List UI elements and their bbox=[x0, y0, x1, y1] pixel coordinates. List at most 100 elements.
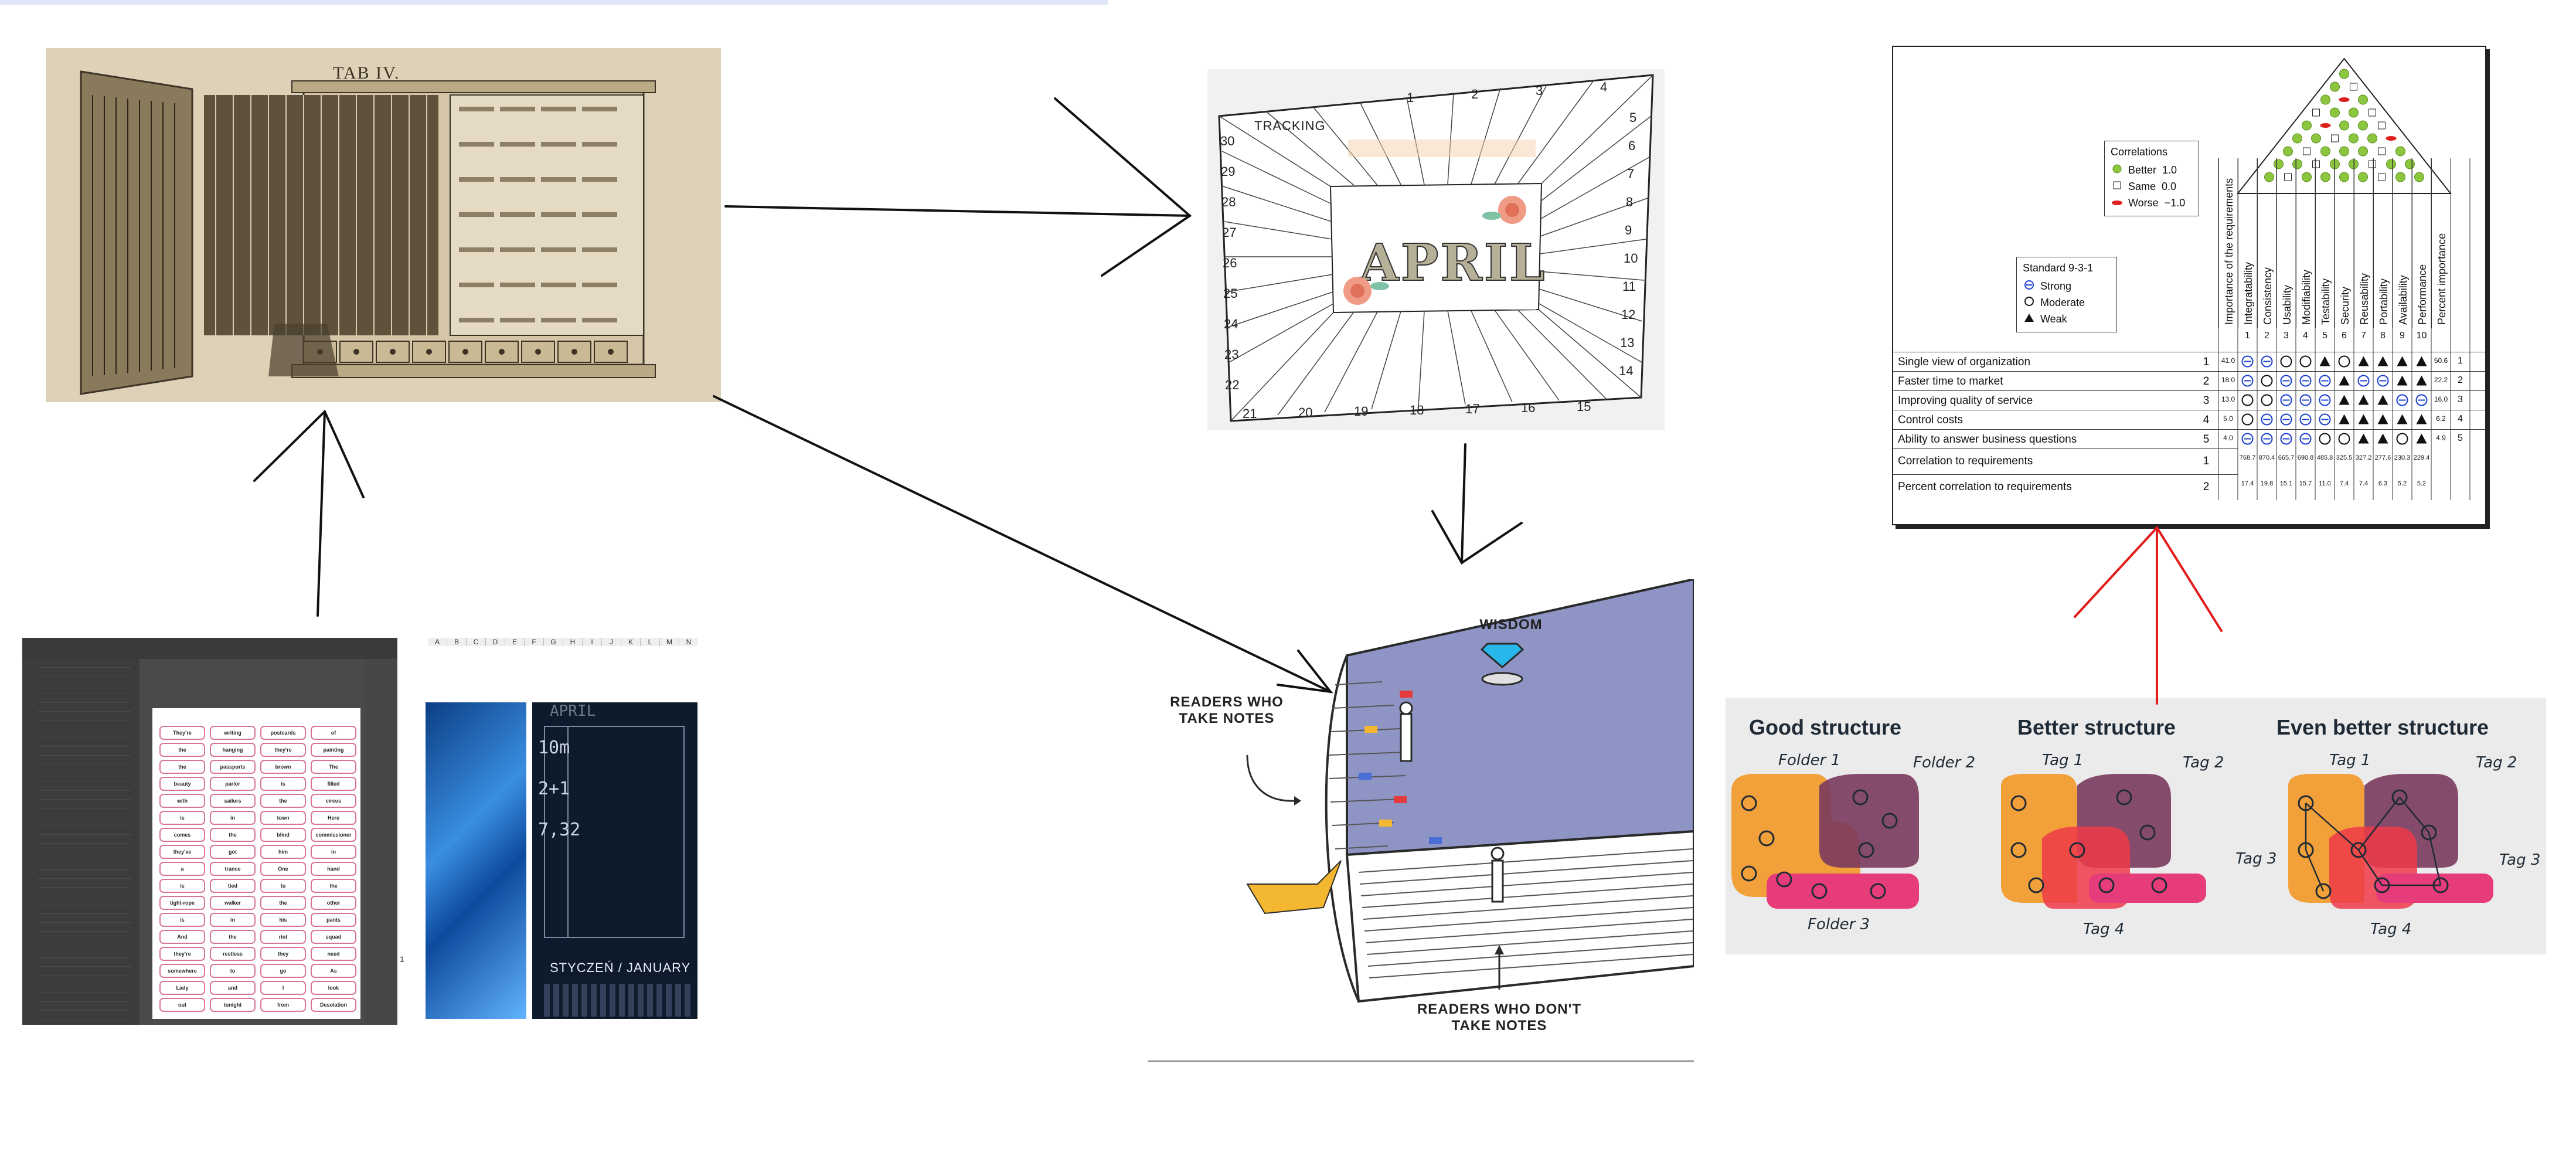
column-header[interactable]: J bbox=[602, 638, 621, 646]
layer-row[interactable] bbox=[38, 668, 131, 677]
word-tile[interactable]: need bbox=[311, 947, 356, 961]
layer-row[interactable] bbox=[38, 915, 131, 923]
word-tile[interactable]: hand bbox=[311, 862, 356, 876]
word-tile[interactable]: town bbox=[260, 811, 306, 825]
word-tile[interactable]: As bbox=[311, 964, 356, 978]
layer-row[interactable] bbox=[38, 686, 131, 694]
layer-row[interactable] bbox=[38, 985, 131, 993]
column-header[interactable]: H bbox=[563, 638, 583, 646]
word-tile[interactable]: the bbox=[260, 896, 306, 910]
word-tile[interactable]: they're bbox=[260, 743, 306, 757]
word-tile[interactable]: is bbox=[159, 913, 205, 927]
word-tile[interactable]: they're bbox=[159, 947, 205, 961]
word-tile[interactable]: I bbox=[260, 981, 306, 995]
word-tile[interactable]: squad bbox=[311, 930, 356, 944]
word-tile[interactable]: blind bbox=[260, 828, 306, 842]
layer-row[interactable] bbox=[38, 712, 131, 721]
word-tile[interactable]: is bbox=[260, 777, 306, 791]
layer-row[interactable] bbox=[38, 704, 131, 712]
word-tile[interactable]: in bbox=[311, 845, 356, 859]
word-tile[interactable]: postcards bbox=[260, 726, 306, 740]
house-of-quality-matrix[interactable]: Correlations Better 1.0 Same 0.0 Worse −… bbox=[1892, 46, 2486, 525]
word-tile[interactable]: they bbox=[260, 947, 306, 961]
word-tile[interactable]: a bbox=[159, 862, 205, 876]
structure-comparison-panel[interactable]: Good structure Better structure Even bet… bbox=[1726, 698, 2546, 954]
layer-row[interactable] bbox=[38, 660, 131, 668]
word-tile[interactable]: restless bbox=[210, 947, 256, 961]
word-tile[interactable]: to bbox=[210, 964, 256, 978]
word-tile[interactable]: with bbox=[159, 794, 205, 808]
word-tile[interactable]: They're bbox=[159, 726, 205, 740]
word-tile[interactable]: and bbox=[210, 981, 256, 995]
column-header[interactable]: C bbox=[467, 638, 486, 646]
word-tile[interactable]: in bbox=[210, 811, 256, 825]
word-tile[interactable]: parlor bbox=[210, 777, 256, 791]
layer-row[interactable] bbox=[38, 791, 131, 800]
word-tile[interactable]: Here bbox=[311, 811, 356, 825]
layer-row[interactable] bbox=[38, 879, 131, 888]
layer-row[interactable] bbox=[38, 1003, 131, 1011]
word-tile[interactable]: other bbox=[311, 896, 356, 910]
column-header[interactable]: G bbox=[544, 638, 563, 646]
column-header[interactable]: L bbox=[641, 638, 660, 646]
word-tile[interactable]: trance bbox=[210, 862, 256, 876]
word-tile[interactable]: is bbox=[159, 879, 205, 893]
layer-row[interactable] bbox=[38, 809, 131, 817]
layer-row[interactable] bbox=[38, 721, 131, 729]
word-tile[interactable]: got bbox=[210, 845, 256, 859]
layer-row[interactable] bbox=[38, 774, 131, 782]
word-tile[interactable]: the bbox=[159, 743, 205, 757]
word-tile[interactable]: And bbox=[159, 930, 205, 944]
column-header[interactable]: F bbox=[525, 638, 544, 646]
column-header[interactable]: K bbox=[621, 638, 641, 646]
layer-row[interactable] bbox=[38, 871, 131, 879]
word-tile[interactable]: walker bbox=[210, 896, 256, 910]
column-header[interactable]: I bbox=[583, 638, 602, 646]
notes-book-illustration[interactable]: WISDOM READERS WHO TAKE NOTES READERS WH… bbox=[1148, 579, 1694, 1063]
layer-row[interactable] bbox=[38, 950, 131, 958]
word-tile[interactable]: riot bbox=[260, 930, 306, 944]
layer-row[interactable] bbox=[38, 765, 131, 773]
word-tile[interactable]: passports bbox=[210, 760, 256, 774]
layer-row[interactable] bbox=[38, 747, 131, 756]
layer-row[interactable] bbox=[38, 677, 131, 685]
layer-row[interactable] bbox=[38, 967, 131, 976]
word-tile[interactable]: Lady bbox=[159, 981, 205, 995]
layer-row[interactable] bbox=[38, 739, 131, 747]
layer-row[interactable] bbox=[38, 994, 131, 1002]
layer-row[interactable] bbox=[38, 730, 131, 738]
column-header[interactable]: N bbox=[679, 638, 697, 646]
word-tile[interactable]: hanging bbox=[210, 743, 256, 757]
layer-row[interactable] bbox=[38, 800, 131, 808]
layer-row[interactable] bbox=[38, 941, 131, 949]
word-tile[interactable]: somewhere bbox=[159, 964, 205, 978]
column-header[interactable]: M bbox=[660, 638, 679, 646]
word-tile[interactable]: from bbox=[260, 998, 306, 1012]
column-header[interactable]: D bbox=[486, 638, 505, 646]
word-tile[interactable]: go bbox=[260, 964, 306, 978]
layer-row[interactable] bbox=[38, 844, 131, 852]
column-header[interactable]: A bbox=[428, 638, 447, 646]
word-tile[interactable]: beauty bbox=[159, 777, 205, 791]
layer-row[interactable] bbox=[38, 897, 131, 905]
column-header[interactable]: E bbox=[505, 638, 525, 646]
word-tile[interactable]: sailors bbox=[210, 794, 256, 808]
layer-row[interactable] bbox=[38, 932, 131, 940]
word-tile[interactable]: the bbox=[260, 794, 306, 808]
word-tile[interactable]: of bbox=[311, 726, 356, 740]
word-tile[interactable]: the bbox=[210, 930, 256, 944]
word-tile[interactable]: the bbox=[159, 760, 205, 774]
word-tile[interactable]: out bbox=[159, 998, 205, 1012]
word-tile[interactable]: commissioner bbox=[311, 828, 356, 842]
word-tile[interactable]: comes bbox=[159, 828, 205, 842]
layer-row[interactable] bbox=[38, 923, 131, 932]
layer-row[interactable] bbox=[38, 1020, 131, 1025]
column-header[interactable]: B bbox=[447, 638, 467, 646]
layer-row[interactable] bbox=[38, 906, 131, 914]
word-tile[interactable]: the bbox=[210, 828, 256, 842]
word-tile[interactable]: to bbox=[260, 879, 306, 893]
